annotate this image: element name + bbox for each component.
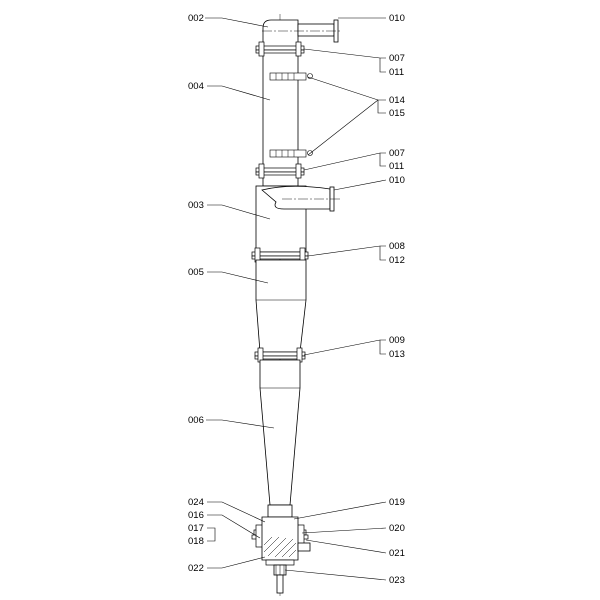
upper-tube — [262, 19, 340, 187]
label-011-mid: 011 — [389, 161, 404, 172]
right-leaders — [284, 17, 387, 581]
side-drain-pipe — [297, 542, 311, 552]
label-004: 004 — [188, 81, 204, 92]
mid-flange — [255, 163, 305, 179]
lower-clamp — [269, 149, 313, 158]
cone-section-006 — [259, 359, 301, 506]
label-006: 006 — [188, 415, 204, 426]
label-002: 002 — [188, 13, 204, 24]
label-010-top: 010 — [389, 13, 405, 24]
label-007-mid: 007 — [389, 148, 405, 159]
label-011-top: 011 — [389, 67, 404, 78]
label-003: 003 — [188, 200, 204, 211]
label-007-top: 007 — [389, 53, 405, 64]
bottom-valve-assembly — [251, 504, 311, 594]
label-021: 021 — [389, 548, 405, 559]
upper-clamp — [269, 72, 313, 81]
label-015: 015 — [389, 108, 405, 119]
label-022: 022 — [188, 563, 204, 574]
label-017: 017 — [188, 523, 204, 534]
label-005: 005 — [188, 267, 204, 278]
cone-section-005 — [255, 259, 307, 353]
label-019: 019 — [389, 497, 405, 508]
label-009: 009 — [389, 335, 405, 346]
bottom-stem — [276, 574, 284, 594]
label-010-mid: 010 — [389, 175, 405, 186]
label-018: 018 — [188, 536, 204, 547]
label-013: 013 — [389, 349, 405, 360]
left-leaders — [205, 17, 275, 569]
label-016: 016 — [188, 510, 204, 521]
upper-flange — [255, 41, 305, 57]
label-012: 012 — [389, 255, 405, 266]
label-023: 023 — [389, 575, 405, 586]
label-020: 020 — [389, 523, 405, 534]
flange-009 — [254, 347, 306, 363]
label-024: 024 — [188, 497, 204, 508]
top-outlet-pipe — [297, 23, 335, 37]
label-008: 008 — [389, 241, 405, 252]
inlet-section — [255, 185, 340, 253]
label-014: 014 — [389, 95, 405, 106]
